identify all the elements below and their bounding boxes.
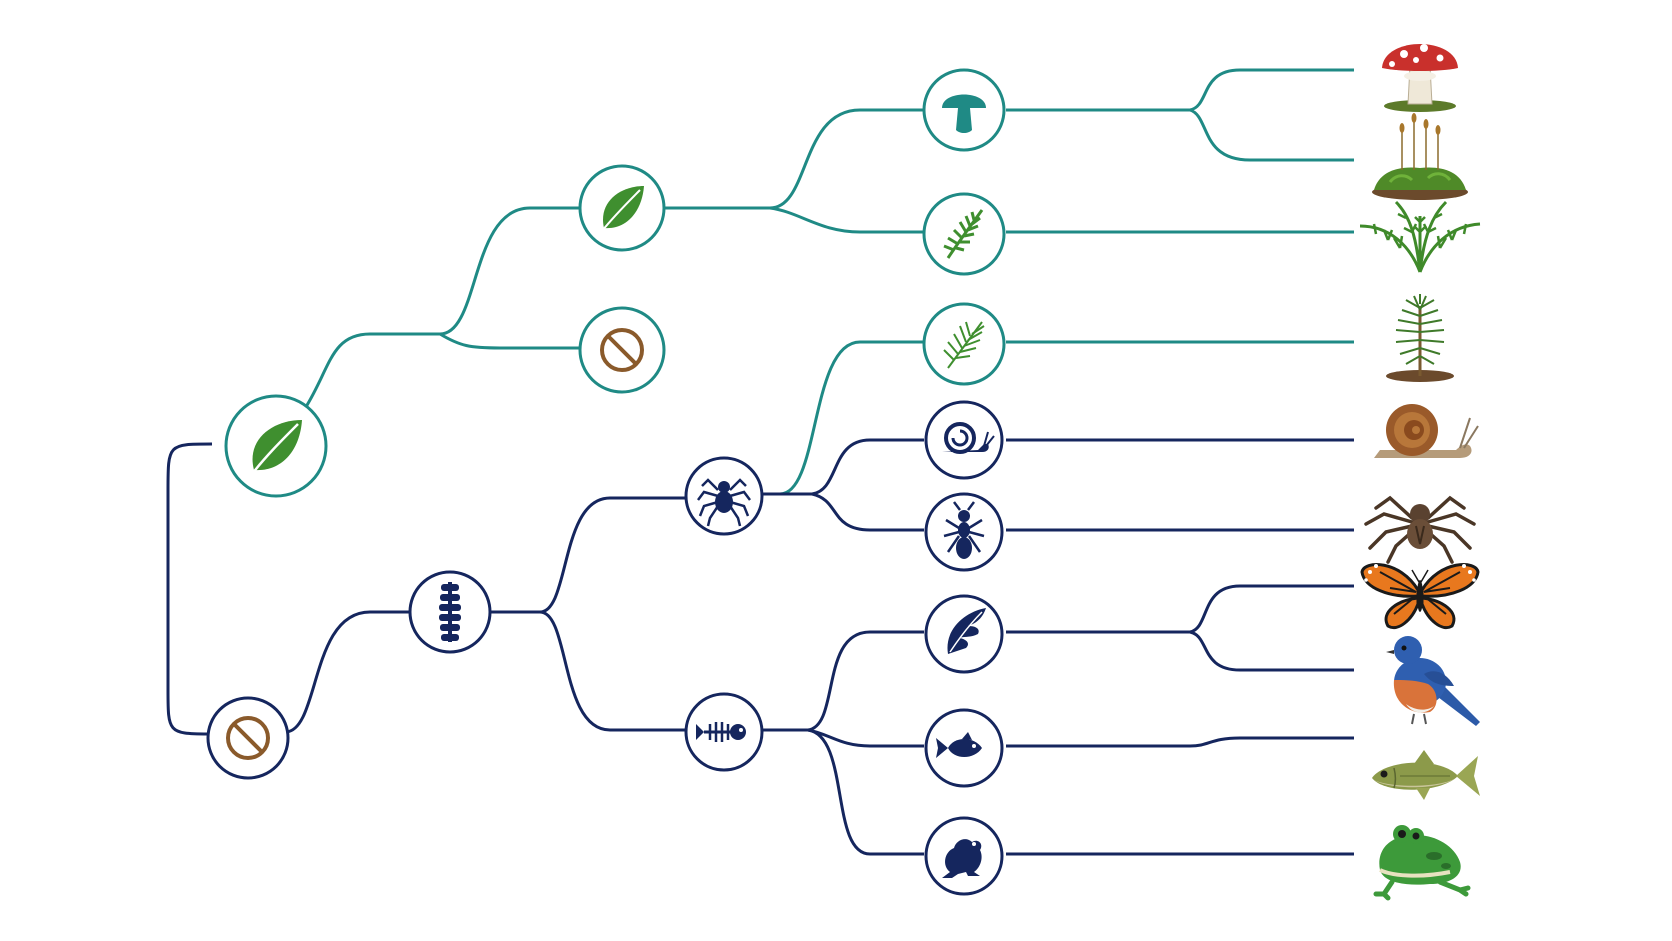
- node-frog: [924, 816, 1004, 896]
- leaf-moss: [1372, 113, 1468, 200]
- branch-fish-out: [1006, 736, 1354, 748]
- leaf-fish: [1372, 750, 1480, 800]
- frog-picture: [1373, 825, 1471, 901]
- fern-icon: [943, 209, 984, 259]
- branch-to-skeleton: [539, 610, 686, 732]
- snail-icon: [942, 422, 995, 454]
- leaf-icon: [251, 420, 302, 475]
- root-branch: [166, 442, 213, 736]
- node-fungi: [922, 68, 1006, 152]
- wing-icon: [947, 608, 986, 654]
- fish-bone-icon: [696, 722, 746, 742]
- branch-plant-up: [439, 206, 580, 336]
- branch-moss: [1189, 108, 1354, 162]
- leaf-frog: [1373, 825, 1471, 901]
- no-symbol-icon: [600, 328, 644, 372]
- fish-icon: [936, 732, 982, 758]
- leaf-pine: [1386, 294, 1454, 382]
- branch-butterfly: [1189, 584, 1354, 634]
- node-snail: [924, 400, 1004, 480]
- fern-picture: [1359, 200, 1481, 273]
- spider-picture: [1364, 495, 1476, 564]
- butterfly-picture: [1360, 563, 1480, 629]
- node-fern: [922, 192, 1006, 276]
- branch-to-arthropod: [811, 492, 924, 532]
- branch-to-fungi: [769, 108, 924, 210]
- branch-to-snail: [811, 438, 924, 496]
- branch-plant-none: [439, 332, 580, 350]
- branch-to-fern: [769, 206, 924, 234]
- branch-lines: [166, 68, 1354, 856]
- branch-bird: [1189, 630, 1354, 672]
- leaf-bird: [1386, 636, 1480, 726]
- leaf-icon: [601, 186, 644, 232]
- node-plant-clade: [224, 394, 328, 498]
- snail-picture: [1374, 404, 1479, 458]
- node-arthropod: [924, 492, 1004, 572]
- leaf-butterfly: [1360, 563, 1480, 629]
- branch-mushroom: [1189, 68, 1354, 112]
- node-conifer: [922, 302, 1006, 386]
- node-fish: [924, 708, 1004, 788]
- moss-picture: [1372, 113, 1468, 200]
- ant-icon: [943, 501, 985, 559]
- leaf-mushroom: [1382, 44, 1458, 112]
- fish-picture: [1372, 750, 1480, 800]
- leaf-snail: [1374, 404, 1479, 458]
- node-invertebrate: [684, 456, 764, 536]
- pine-seedling-picture: [1386, 294, 1454, 382]
- pine-needle-icon: [943, 321, 985, 369]
- branch-to-wing: [807, 630, 924, 732]
- mushroom-picture: [1382, 44, 1458, 112]
- leaf-fern: [1359, 200, 1481, 273]
- no-symbol-icon: [226, 716, 270, 760]
- branch-animal-clade: [285, 610, 410, 734]
- bluebird-picture: [1386, 636, 1480, 726]
- branch-to-invertebrate: [539, 496, 686, 614]
- branch-to-conifer: [779, 340, 924, 496]
- frog-icon: [942, 839, 982, 878]
- spider-icon: [697, 478, 751, 527]
- node-animal-clade: [206, 696, 290, 780]
- leaf-spider: [1364, 495, 1476, 564]
- branch-plant-clade: [302, 332, 440, 411]
- branch-to-frog: [807, 728, 924, 856]
- node-plant-none: [578, 306, 666, 394]
- node-wing: [924, 594, 1004, 674]
- spine-icon: [439, 582, 461, 642]
- node-skeleton: [684, 692, 764, 772]
- node-plant-vascular: [578, 164, 666, 252]
- mushroom-icon: [942, 94, 986, 133]
- node-vertebral: [408, 570, 492, 654]
